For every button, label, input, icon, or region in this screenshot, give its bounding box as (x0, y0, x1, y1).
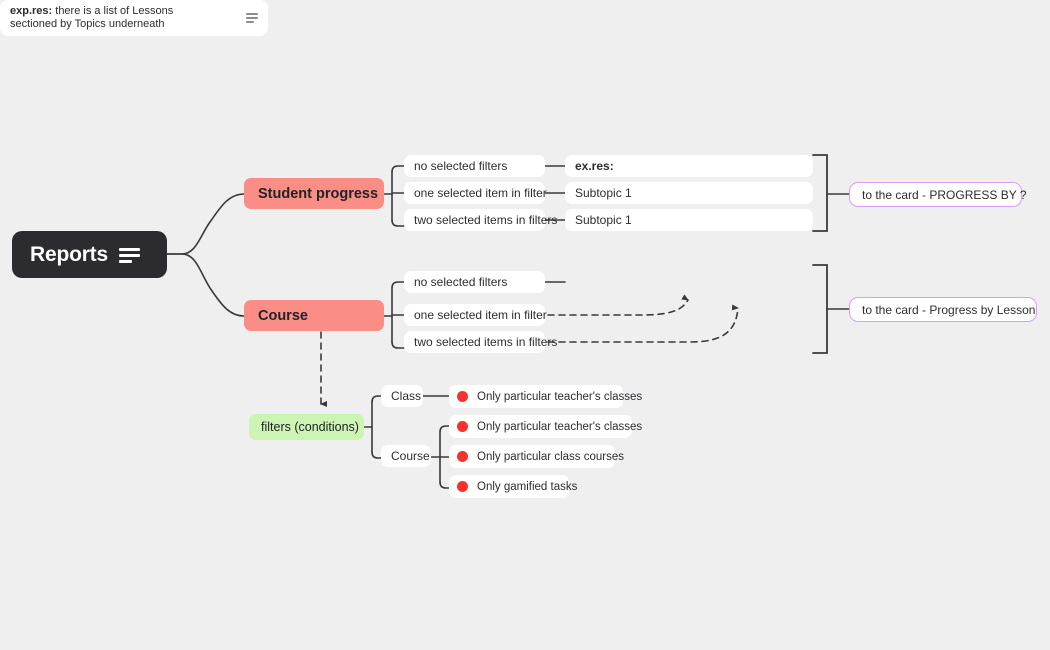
condition-label: two selected items in filters (414, 213, 558, 227)
branch-node-course[interactable]: Course (244, 300, 384, 331)
filters-node[interactable]: filters (conditions) (249, 414, 364, 440)
branch-node-student-progress[interactable]: Student progress (244, 178, 384, 209)
result-node[interactable]: Subtopic 1 (565, 182, 813, 204)
condition-node[interactable]: two selected items in filters (404, 331, 557, 353)
red-dot-icon (457, 391, 468, 402)
callout-node-progress-by[interactable]: to the card - PROGRESS BY ? (849, 182, 1027, 207)
filter-group-course[interactable]: Course (381, 445, 431, 467)
condition-label: two selected items in filters (414, 335, 558, 349)
filters-label: filters (conditions) (261, 420, 359, 434)
result-text: Subtopic 1 (575, 213, 632, 227)
lines-icon (118, 247, 140, 263)
condition-node[interactable]: two selected items in filters (404, 209, 557, 231)
result-node[interactable]: Subtopic 1 (565, 209, 813, 231)
condition-node[interactable]: no selected filters (404, 271, 545, 293)
condition-label: one selected item in filter (414, 308, 547, 322)
filter-option-label: Only particular teacher's classes (477, 390, 643, 403)
condition-label: one selected item in filter (414, 186, 547, 200)
condition-label: no selected filters (414, 159, 508, 173)
filter-group-label: Course (391, 449, 430, 463)
condition-node[interactable]: no selected filters (404, 155, 545, 177)
condition-label: no selected filters (414, 275, 508, 289)
branch-label: Student progress (258, 185, 379, 202)
callout-label: to the card - PROGRESS BY ? (862, 187, 1027, 202)
root-node-reports[interactable]: Reports (12, 231, 167, 278)
branch-label: Course (258, 307, 308, 324)
result-text: Subtopic 1 (575, 186, 632, 200)
root-node-label: Reports (30, 242, 108, 266)
lines-icon (246, 13, 258, 23)
result-text-wrapper: exp.res: there is a list of Lessons sect… (10, 5, 218, 31)
callout-label: to the card - Progress by Lesson (862, 302, 1036, 317)
red-dot-icon (457, 481, 468, 492)
filter-group-label: Class (391, 389, 422, 403)
result-prefix: exp.res: (10, 5, 53, 17)
filter-option[interactable]: Only gamified tasks (449, 475, 577, 498)
callout-node-progress-by-lesson[interactable]: to the card - Progress by Lesson (849, 297, 1037, 322)
result-prefix: ex.res: (575, 159, 614, 173)
filter-option[interactable]: Only particular teacher's classes (449, 415, 642, 438)
filter-group-class[interactable]: Class (381, 385, 423, 407)
filter-option-label: Only gamified tasks (477, 480, 578, 493)
red-dot-icon (457, 421, 468, 432)
filter-option-label: Only particular teacher's classes (477, 420, 643, 433)
result-text: there is a list of Lessons sectioned by … (10, 5, 174, 30)
condition-node[interactable]: one selected item in filter (404, 304, 547, 326)
filter-option-label: Only particular class courses (477, 450, 624, 463)
condition-node[interactable]: one selected item in filter (404, 182, 547, 204)
result-node[interactable]: ex.res: (565, 155, 813, 177)
red-dot-icon (457, 451, 468, 462)
result-node-expected[interactable]: exp.res: there is a list of Lessons sect… (0, 0, 268, 36)
filter-option[interactable]: Only particular class courses (449, 445, 624, 468)
filter-option[interactable]: Only particular teacher's classes (449, 385, 642, 408)
